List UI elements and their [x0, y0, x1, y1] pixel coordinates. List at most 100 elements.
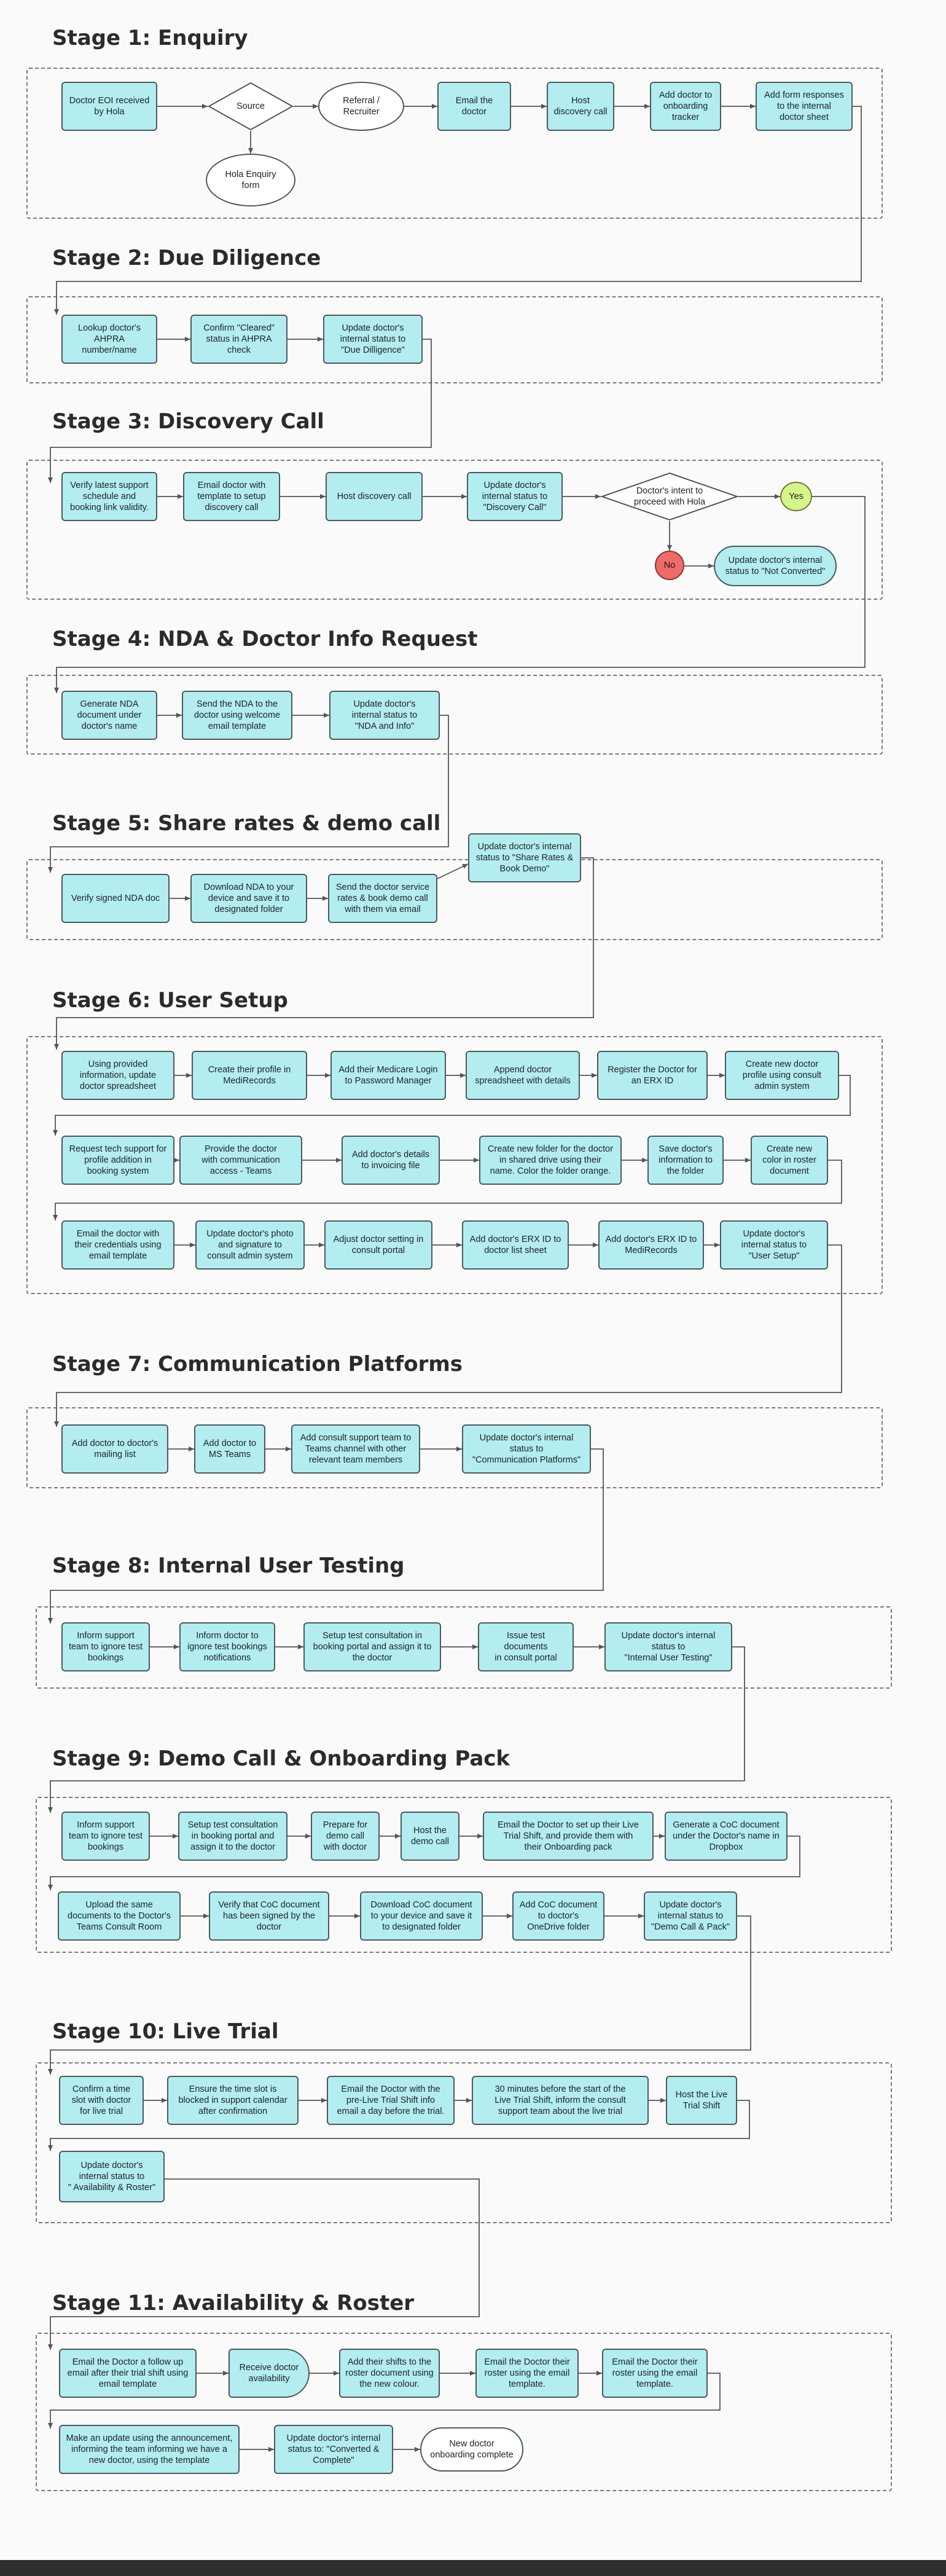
- node-prepare-demo-call: Prepare for demo call with doctor: [311, 1812, 380, 1861]
- stage-9-container: [36, 1797, 892, 1953]
- node-add-support-team-channel: Add consult support team to Teams channe…: [291, 1424, 420, 1474]
- node-create-consult-profile: Create new doctor profile using consult …: [725, 1051, 839, 1100]
- node-email-credentials: Email the doctor with their credentials …: [61, 1220, 174, 1270]
- node-update-photo-signature: Update doctor's photo and signature to c…: [195, 1220, 305, 1270]
- stage-2-container: [26, 296, 883, 383]
- stage-1-title: Stage 1: Enquiry: [52, 26, 248, 50]
- stage-6-title: Stage 6: User Setup: [52, 988, 288, 1013]
- node-status-converted-complete: Update doctor's internal status to: "Con…: [274, 2425, 393, 2474]
- node-add-medicare-login: Add their Medicare Login to Password Man…: [330, 1051, 446, 1100]
- node-status-due-diligence: Update doctor's internal status to "Due …: [323, 315, 423, 364]
- node-download-coc: Download CoC document to your device and…: [360, 1891, 483, 1941]
- node-team-announcement: Make an update using the announcement, i…: [59, 2425, 240, 2474]
- node-host-discovery-call: Host discovery call: [326, 472, 423, 521]
- node-no: No: [655, 551, 684, 580]
- node-block-support-calendar: Ensure the time slot is blocked in suppo…: [167, 2076, 299, 2125]
- node-update-doctor-spreadsheet: Using provided information, update docto…: [61, 1051, 174, 1100]
- node-register-erx: Register the Doctor for an ERX ID: [597, 1051, 708, 1100]
- node-email-pre-live-trial: Email the Doctor with the pre-Live Trial…: [327, 2076, 455, 2125]
- node-receive-availability: Receive doctor availability: [229, 2349, 310, 2398]
- stage-4-title: Stage 4: NDA & Doctor Info Request: [52, 627, 478, 651]
- node-add-to-invoicing: Add doctor's details to invoicing file: [342, 1136, 440, 1185]
- node-onboarding-complete: New doctor onboarding complete: [420, 2427, 523, 2472]
- diamond-shape: [207, 82, 294, 131]
- node-email-the-doctor: Email the doctor: [437, 82, 511, 131]
- node-email-live-trial-setup: Email the Doctor to set up their Live Tr…: [483, 1812, 654, 1861]
- stage-2-title: Stage 2: Due Diligence: [52, 246, 321, 270]
- node-source-decision: Source: [207, 82, 294, 131]
- node-provide-teams-access: Provide the doctor with communication ac…: [179, 1136, 302, 1185]
- node-inform-consult-support: 30 minutes before the start of the Live …: [472, 2076, 649, 2125]
- node-status-user-setup: Update doctor's internal status to "User…: [720, 1220, 828, 1270]
- node-verify-coc-signed: Verify that CoC document has been signed…: [209, 1891, 329, 1941]
- stage-7-title: Stage 7: Communication Platforms: [52, 1352, 463, 1376]
- node-status-not-converted: Update doctor's internal status to "Not …: [714, 546, 837, 586]
- stage-5-title: Stage 5: Share rates & demo call: [52, 811, 441, 836]
- node-issue-test-documents: Issue test documents in consult portal: [478, 1622, 574, 1671]
- node-status-communication-platforms: Update doctor's internal status to "Comm…: [462, 1424, 591, 1474]
- node-upload-teams-consult-room: Upload the same documents to the Doctor'…: [58, 1891, 181, 1941]
- node-send-nda: Send the NDA to the doctor using welcome…: [182, 691, 292, 740]
- stage-9-title: Stage 9: Demo Call & Onboarding Pack: [52, 1746, 510, 1771]
- node-yes: Yes: [780, 482, 812, 511]
- stage-8-title: Stage 8: Internal User Testing: [52, 1553, 405, 1578]
- node-confirm-time-slot: Confirm a time slot with doctor for live…: [59, 2076, 144, 2125]
- diamond-shape: [600, 472, 740, 521]
- node-email-roster-1: Email the Doctor their roster using the …: [475, 2349, 579, 2398]
- node-inform-support-ignore-s9: Inform support team to ignore test booki…: [61, 1812, 150, 1861]
- node-intent-decision: Doctor's intent to proceed with Hola: [600, 472, 740, 521]
- node-create-medirecords-profile: Create their profile in MediRecords: [192, 1051, 307, 1100]
- node-send-rates-demo: Send the doctor service rates & book dem…: [328, 874, 437, 923]
- node-add-mailing-list: Add doctor to doctor's mailing list: [61, 1424, 168, 1474]
- node-verify-support-schedule: Verify latest support schedule and booki…: [61, 472, 157, 521]
- stage-1-container: [26, 68, 883, 219]
- stage-11-title: Stage 11: Availability & Roster: [52, 2291, 415, 2315]
- node-doctor-eoi-received: Doctor EOI received by Hola: [61, 82, 157, 131]
- node-generate-nda: Generate NDA document under doctor's nam…: [61, 691, 157, 740]
- node-add-erx-doctor-list: Add doctor's ERX ID to doctor list sheet: [462, 1220, 569, 1270]
- node-add-to-onboarding-tracker: Add doctor to onboarding tracker: [650, 82, 721, 131]
- node-create-shared-folder: Create new folder for the doctor in shar…: [479, 1136, 622, 1185]
- stage-4-container: [26, 675, 883, 755]
- node-host-live-trial: Host the Live Trial Shift: [666, 2076, 737, 2125]
- node-host-demo-call: Host the demo call: [401, 1812, 459, 1861]
- stage-3-title: Stage 3: Discovery Call: [52, 409, 324, 434]
- bottom-bar: [0, 2560, 946, 2576]
- node-generate-coc: Generate a CoC document under the Doctor…: [665, 1812, 788, 1861]
- stage-11-container: [36, 2333, 892, 2491]
- node-host-discovery-call-s1: Host discovery call: [547, 82, 614, 131]
- stage-10-title: Stage 10: Live Trial: [52, 2019, 279, 2044]
- node-download-nda: Download NDA to your device and save it …: [190, 874, 307, 923]
- node-add-coc-onedrive: Add CoC document to doctor's OneDrive fo…: [512, 1891, 604, 1941]
- stage-5-container: [26, 859, 883, 940]
- stage-7-container: [26, 1407, 883, 1488]
- stage-10-container: [36, 2062, 892, 2223]
- node-email-setup-discovery: Email doctor with template to setup disc…: [183, 472, 280, 521]
- node-inform-support-ignore: Inform support team to ignore test booki…: [61, 1622, 150, 1671]
- node-status-discovery-call: Update doctor's internal status to "Disc…: [467, 472, 563, 521]
- node-referral-recruiter: Referral / Recruiter: [318, 82, 404, 131]
- node-email-follow-up: Email the Doctor a follow up email after…: [59, 2349, 197, 2398]
- node-verify-signed-nda: Verify signed NDA doc: [61, 874, 170, 923]
- node-lookup-ahpra: Lookup doctor's AHPRA number/name: [61, 315, 157, 364]
- node-setup-test-consultation-s9: Setup test consultation in booking porta…: [178, 1812, 287, 1861]
- stage-6-container: [26, 1036, 883, 1294]
- stage-3-container: [26, 460, 883, 600]
- node-setup-test-consultation: Setup test consultation in booking porta…: [303, 1622, 441, 1671]
- node-status-demo-call-pack: Update doctor's internal status to "Demo…: [644, 1891, 737, 1941]
- node-status-availability-roster: Update doctor's internal status to " Ava…: [59, 2151, 165, 2202]
- node-inform-doctor-ignore: Inform doctor to ignore test bookings no…: [179, 1622, 275, 1671]
- node-confirm-cleared: Confirm "Cleared" status in AHPRA check: [190, 315, 287, 364]
- node-email-roster-2: Email the Doctor their roster using the …: [602, 2349, 708, 2398]
- node-adjust-consult-setting: Adjust doctor setting in consult portal: [324, 1220, 432, 1270]
- node-create-roster-color: Create new color in roster document: [751, 1136, 828, 1185]
- node-status-internal-testing: Update doctor's internal status to "Inte…: [604, 1622, 732, 1671]
- node-status-share-rates: Update doctor's internal status to "Shar…: [468, 833, 581, 882]
- node-status-nda-info: Update doctor's internal status to "NDA …: [329, 691, 440, 740]
- node-add-erx-medirecords: Add doctor's ERX ID to MediRecords: [598, 1220, 704, 1270]
- node-add-form-responses: Add form responses to the internal docto…: [756, 82, 853, 131]
- node-add-shifts-roster: Add their shifts to the roster document …: [339, 2349, 440, 2398]
- node-hola-enquiry-form: Hola Enquiry form: [206, 154, 295, 206]
